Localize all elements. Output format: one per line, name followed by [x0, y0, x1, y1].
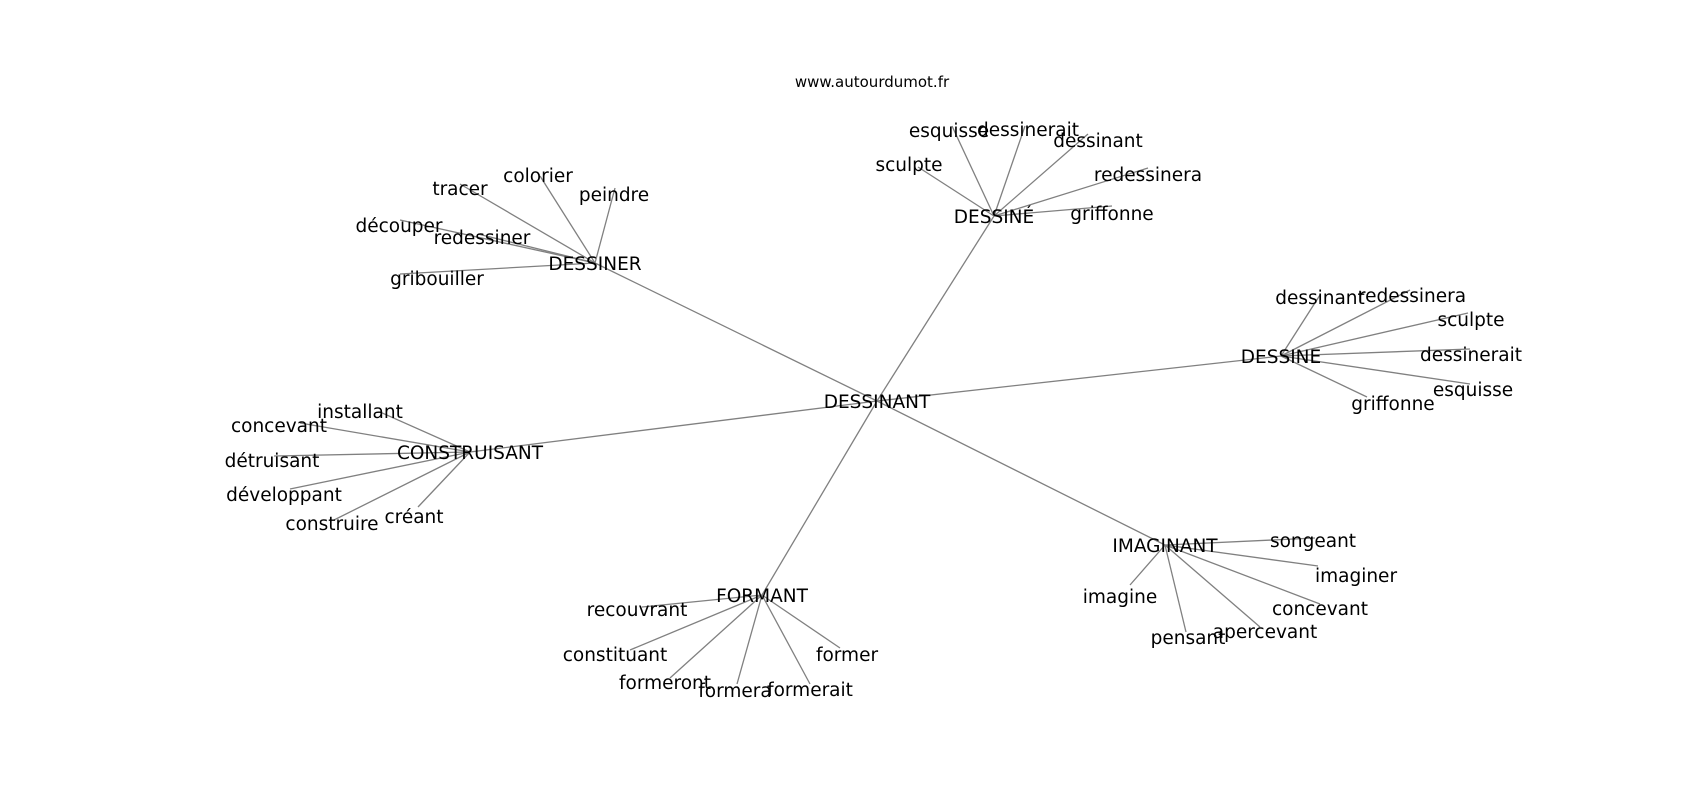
word-node-label[interactable]: construire: [285, 514, 378, 535]
word-node-label[interactable]: créant: [384, 507, 443, 528]
edge-hub-to-word: [459, 183, 596, 264]
edge-hub-to-word: [289, 451, 471, 490]
edge-hub-to-word: [539, 175, 596, 264]
edge-hub-to-word: [477, 233, 596, 264]
word-node-label[interactable]: redessinera: [1358, 286, 1466, 307]
edge-hub-to-word: [629, 594, 763, 651]
hub-node-label[interactable]: CONSTRUISANT: [397, 443, 544, 464]
edge-hub-to-word: [379, 411, 471, 453]
word-node-label[interactable]: esquisse: [1433, 380, 1513, 401]
edge-hub-to-word: [1280, 348, 1471, 357]
edge-hub-to-word: [594, 187, 616, 264]
word-node-label[interactable]: redessiner: [434, 228, 531, 249]
hub-node-label[interactable]: DESSINÉ: [954, 206, 1034, 228]
edge-hub-to-word: [993, 167, 1149, 217]
word-node-label[interactable]: imagine: [1083, 587, 1158, 608]
hub-node-label[interactable]: IMAGINANT: [1112, 536, 1218, 557]
word-node-label[interactable]: apercevant: [1213, 622, 1317, 643]
word-node-label[interactable]: peindre: [579, 185, 649, 206]
edge-center-to-hub: [876, 215, 995, 402]
word-node-label[interactable]: installant: [317, 402, 403, 423]
word-node-label[interactable]: dessinant: [1053, 131, 1143, 152]
edge-hub-to-word: [1164, 537, 1316, 546]
word-node-label[interactable]: constituant: [563, 645, 668, 666]
edge-hub-to-word: [417, 451, 471, 508]
edge-hub-to-word: [1164, 544, 1321, 605]
edge-hub-to-word: [1164, 544, 1319, 567]
site-watermark: www.autourdumot.fr: [795, 73, 950, 91]
word-node-label[interactable]: concevant: [231, 416, 327, 437]
edge-hub-to-word: [1164, 544, 1261, 628]
word-node-label[interactable]: développant: [226, 485, 342, 506]
edge-hub-to-word: [993, 125, 1026, 217]
edge-hub-to-word: [299, 422, 471, 453]
word-node-label[interactable]: songeant: [1270, 531, 1356, 552]
word-node-label[interactable]: former: [816, 645, 879, 666]
edge-hub-to-word: [917, 166, 995, 217]
edge-hub-to-word: [993, 205, 1113, 217]
word-node-label[interactable]: sculpte: [1437, 310, 1504, 331]
edge-hub-to-word: [951, 125, 995, 217]
word-node-label[interactable]: colorier: [503, 166, 573, 187]
word-node-label[interactable]: tracer: [432, 179, 488, 200]
hub-node-label[interactable]: DESSINE: [1241, 347, 1321, 368]
word-node-label[interactable]: recouvrant: [587, 600, 688, 621]
edge-hub-to-word: [1164, 544, 1187, 633]
edge-center-to-hub: [876, 400, 1166, 546]
edge-center-to-hub: [761, 400, 878, 596]
word-node-label[interactable]: dessinant: [1275, 288, 1365, 309]
edge-hub-to-word: [399, 219, 596, 264]
edge-hub-to-word: [1280, 294, 1321, 357]
word-node-label[interactable]: découper: [355, 216, 442, 237]
edge-hub-to-word: [641, 594, 763, 608]
edge-hub-to-word: [1280, 312, 1469, 357]
edge-hub-to-word: [1280, 289, 1411, 357]
graph-labels: www.autourdumot.fr DESSINANT DESSINER col…: [225, 73, 1522, 702]
word-node-label[interactable]: dessinerait: [1420, 345, 1522, 366]
edge-hub-to-word: [1280, 355, 1471, 385]
edge-hub-to-word: [761, 594, 841, 649]
graph-edges: [273, 125, 1471, 685]
edge-hub-to-word: [1280, 355, 1368, 398]
word-node-label[interactable]: formerait: [767, 680, 853, 701]
edge-hub-to-word: [669, 594, 763, 679]
edge-hub-to-word: [273, 451, 471, 457]
edge-hub-to-word: [1129, 544, 1166, 586]
word-node-label[interactable]: formeront: [619, 673, 711, 694]
word-node-label[interactable]: pensant: [1151, 628, 1226, 649]
word-node-label[interactable]: détruisant: [225, 451, 320, 472]
edge-hub-to-word: [333, 451, 471, 521]
word-node-label[interactable]: gribouiller: [390, 269, 484, 290]
word-node-label[interactable]: griffonne: [1070, 204, 1153, 225]
edge-hub-to-word: [736, 594, 763, 685]
edge-hub-to-word: [761, 594, 811, 685]
word-node-label[interactable]: sculpte: [875, 155, 942, 176]
word-node-label[interactable]: imaginer: [1315, 566, 1397, 587]
edge-hub-to-word: [399, 262, 596, 275]
word-node-label[interactable]: redessinera: [1094, 165, 1202, 186]
word-node-label[interactable]: esquisse: [909, 121, 989, 142]
edge-center-to-hub: [594, 262, 878, 402]
edge-center-to-hub: [876, 355, 1282, 402]
edge-hub-to-word: [993, 133, 1089, 217]
hub-node-label[interactable]: DESSINER: [548, 254, 641, 275]
center-node-label[interactable]: DESSINANT: [824, 392, 931, 413]
word-node-label[interactable]: griffonne: [1351, 394, 1434, 415]
hub-node-label[interactable]: FORMANT: [716, 586, 809, 607]
word-node-label[interactable]: formera: [698, 681, 771, 702]
word-node-label[interactable]: dessinerait: [977, 120, 1079, 141]
edge-center-to-hub: [469, 400, 878, 453]
word-node-label[interactable]: concevant: [1272, 599, 1368, 620]
